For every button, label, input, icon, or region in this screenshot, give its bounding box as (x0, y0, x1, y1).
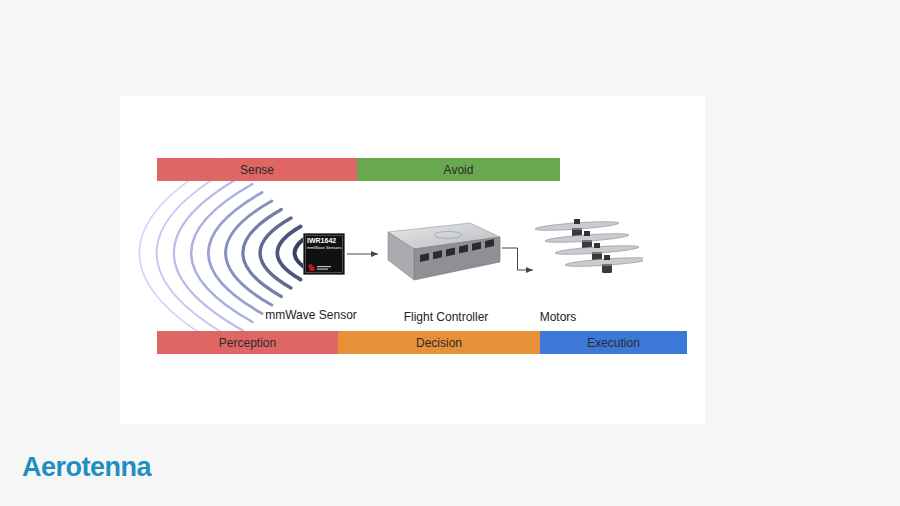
motors-node: Motors (533, 212, 643, 288)
component-label: Flight Controller (404, 310, 489, 324)
signal-arrow (502, 248, 533, 270)
wave-arc (260, 218, 291, 288)
wave-arc (243, 210, 281, 297)
fc-node: Flight Controller (380, 222, 502, 284)
signal-arrow (347, 254, 378, 255)
wave-arc (277, 227, 300, 280)
phase-band: Sense (157, 158, 357, 181)
flight-controller-figure (380, 222, 502, 284)
chip-subtitle: mmWave Sensors (307, 245, 342, 250)
company-logo: Aerotenna (22, 452, 151, 483)
component-label: Motors (540, 310, 577, 324)
band-label: Sense (240, 163, 274, 177)
chip-part-number: IWR1642 (307, 237, 336, 244)
chip-node: mmWave SensorIWR1642mmWave Sensors (303, 233, 345, 275)
phase-band: Decision (338, 331, 540, 354)
motors-figure (533, 212, 643, 288)
band-label: Execution (587, 336, 640, 350)
phase-band: Perception (157, 331, 338, 354)
phase-band: Execution (540, 331, 687, 354)
wave-arc (174, 176, 243, 331)
wave-arc (208, 193, 262, 314)
phase-band: Avoid (357, 158, 560, 181)
band-label: Perception (219, 336, 276, 350)
wave-arc (157, 167, 234, 339)
band-label: Decision (416, 336, 462, 350)
wave-arc (139, 159, 223, 348)
band-label: Avoid (444, 163, 474, 177)
wave-arc (226, 201, 272, 305)
component-label: mmWave Sensor (265, 308, 357, 322)
